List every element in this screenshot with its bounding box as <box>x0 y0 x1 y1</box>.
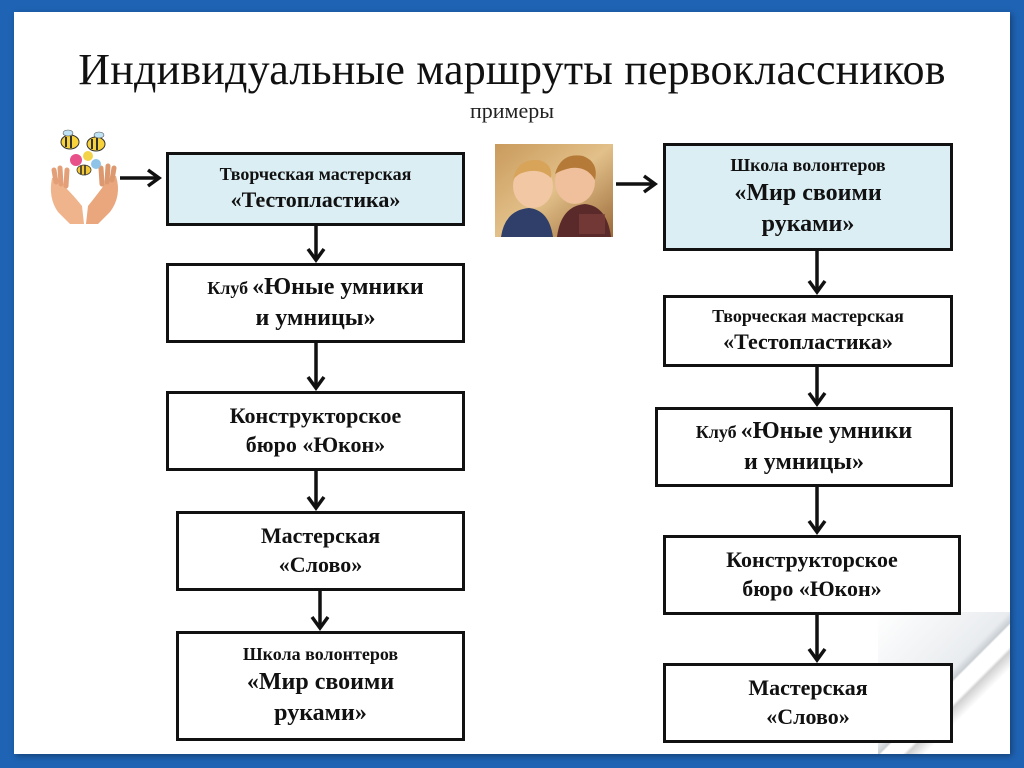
right-step-5-line1: Мастерская <box>748 675 868 701</box>
left-arrow-3-4 <box>306 471 326 511</box>
right-step-2-line2: «Тестопластика» <box>723 329 893 355</box>
left-step-1-line1: Творческая мастерская <box>219 164 412 184</box>
left-intro-arrow <box>120 168 162 188</box>
right-step-2-line1: Творческая мастерская <box>712 306 904 326</box>
two-children-photo <box>495 144 613 237</box>
slide-subtitle: примеры <box>469 98 554 123</box>
slide-background <box>14 12 1010 754</box>
left-step-4-line1: Мастерская <box>260 523 381 549</box>
right-step-1-line1: Школа волонтеров <box>730 155 886 176</box>
left-step-2-line2: и умницы» <box>255 305 376 331</box>
right-step-3-prefix: Клуб <box>695 421 737 442</box>
right-arrow-3-4 <box>807 487 827 535</box>
left-step-5-line3: руками» <box>274 699 367 726</box>
left-step-1: Творческая мастерская «Тестопластика» <box>166 152 465 226</box>
right-step-3-line2: и умницы» <box>743 449 865 475</box>
right-step-4-line1: Конструкторское <box>726 547 898 573</box>
right-step-1-line3: руками» <box>761 210 855 237</box>
left-step-2: Клуб «Юные умники и умницы» <box>166 263 465 343</box>
slide-title: Индивидуальные маршруты первоклассников <box>78 45 946 94</box>
hands-with-bees-image <box>44 126 124 226</box>
right-intro-arrow <box>616 174 658 194</box>
right-step-3-line1: «Юные умники <box>740 417 913 444</box>
left-step-3-line1: Конструкторское <box>229 403 402 429</box>
right-step-4: Конструкторское бюро «Юкон» <box>663 535 961 615</box>
right-arrow-4-5 <box>807 615 827 663</box>
left-step-5: Школа волонтеров «Мир своими руками» <box>176 631 465 741</box>
right-step-2: Творческая мастерская «Тестопластика» <box>663 295 953 367</box>
left-arrow-2-3 <box>306 343 326 391</box>
left-arrow-1-2 <box>306 226 326 263</box>
right-step-1: Школа волонтеров «Мир своими руками» <box>663 143 953 251</box>
right-step-5: Мастерская «Слово» <box>663 663 953 743</box>
left-step-2-line1: «Юные умники <box>252 273 424 300</box>
left-step-4-line2: «Слово» <box>278 552 363 577</box>
right-arrow-1-2 <box>807 251 827 295</box>
right-arrow-2-3 <box>807 367 827 407</box>
left-step-2-line1-wrap: Клуб «Юные умники <box>207 272 424 303</box>
right-step-3-line1-wrap: Клуб «Юные умники <box>696 416 913 447</box>
right-step-1-line2: «Мир своими <box>734 179 882 206</box>
left-step-5-line2: «Мир своими <box>246 668 395 695</box>
left-step-4: Мастерская «Слово» <box>176 511 465 591</box>
right-step-3: Клуб «Юные умники и умницы» <box>655 407 953 487</box>
left-step-2-prefix: Клуб <box>207 277 249 298</box>
right-step-5-line2: «Слово» <box>766 704 850 729</box>
right-step-4-line2: бюро «Юкон» <box>742 576 882 601</box>
left-step-3-line2: бюро «Юкон» <box>245 432 386 457</box>
left-step-3: Конструкторское бюро «Юкон» <box>166 391 465 471</box>
left-step-5-line1: Школа волонтеров <box>242 644 399 665</box>
left-step-1-line2: «Тестопластика» <box>230 187 401 213</box>
left-arrow-4-5 <box>310 591 330 631</box>
